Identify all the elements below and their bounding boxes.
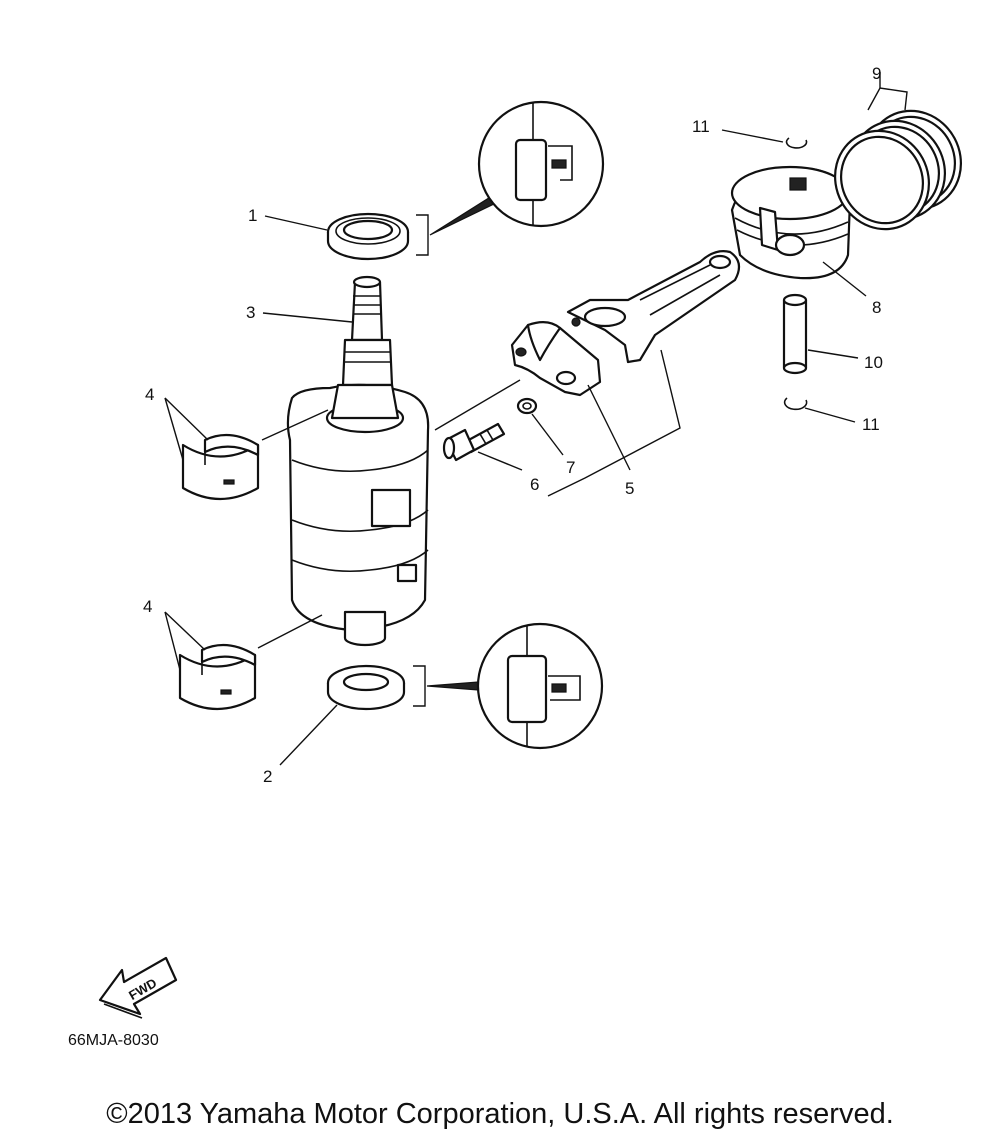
circlip-upper[interactable] [785,137,808,149]
callout-11-upper: 11 [692,117,710,136]
seal-bracket-lower [413,665,426,707]
main-bearing-upper[interactable] [181,433,260,501]
callout-10: 10 [864,353,883,372]
callout-labels: 1 3 4 4 2 6 7 5 8 10 11 11 9 [143,64,883,786]
callout-4-lower: 4 [143,597,152,616]
callout-8: 8 [872,298,881,317]
upper-oil-seal[interactable] [326,212,410,261]
diagram-code: 66MJA-8030 [68,1032,159,1049]
crankshaft[interactable] [286,275,430,647]
callout-2: 2 [263,767,272,786]
leader-lines [164,72,908,766]
callout-3: 3 [246,303,255,322]
piston-rings[interactable] [818,94,978,245]
callout-7: 7 [566,458,575,477]
seal-detail-upper [477,100,605,228]
fwd-arrow-icon: FWD [98,956,178,1019]
copyright-notice: ©2013 Yamaha Motor Corporation, U.S.A. A… [106,1098,894,1130]
circlip-lower[interactable] [783,397,808,411]
callout-6: 6 [530,475,539,494]
connecting-rod[interactable] [566,250,741,364]
callout-9: 9 [872,64,881,83]
lower-oil-seal[interactable] [326,664,406,711]
connecting-rod-cap[interactable] [510,321,602,397]
piston-pin[interactable] [782,293,808,375]
detail-pointer-upper [429,195,497,236]
callout-5: 5 [625,479,634,498]
washer[interactable] [516,397,538,415]
rod-bolt[interactable] [442,422,506,462]
callout-11-lower: 11 [862,415,880,434]
detail-pointer-lower [426,681,479,691]
callout-4-upper: 4 [145,385,154,404]
main-bearing-lower[interactable] [178,643,257,711]
seal-detail-lower [476,622,604,750]
seal-bracket-upper [416,214,429,256]
callout-1: 1 [248,206,257,225]
piston[interactable] [730,165,852,280]
